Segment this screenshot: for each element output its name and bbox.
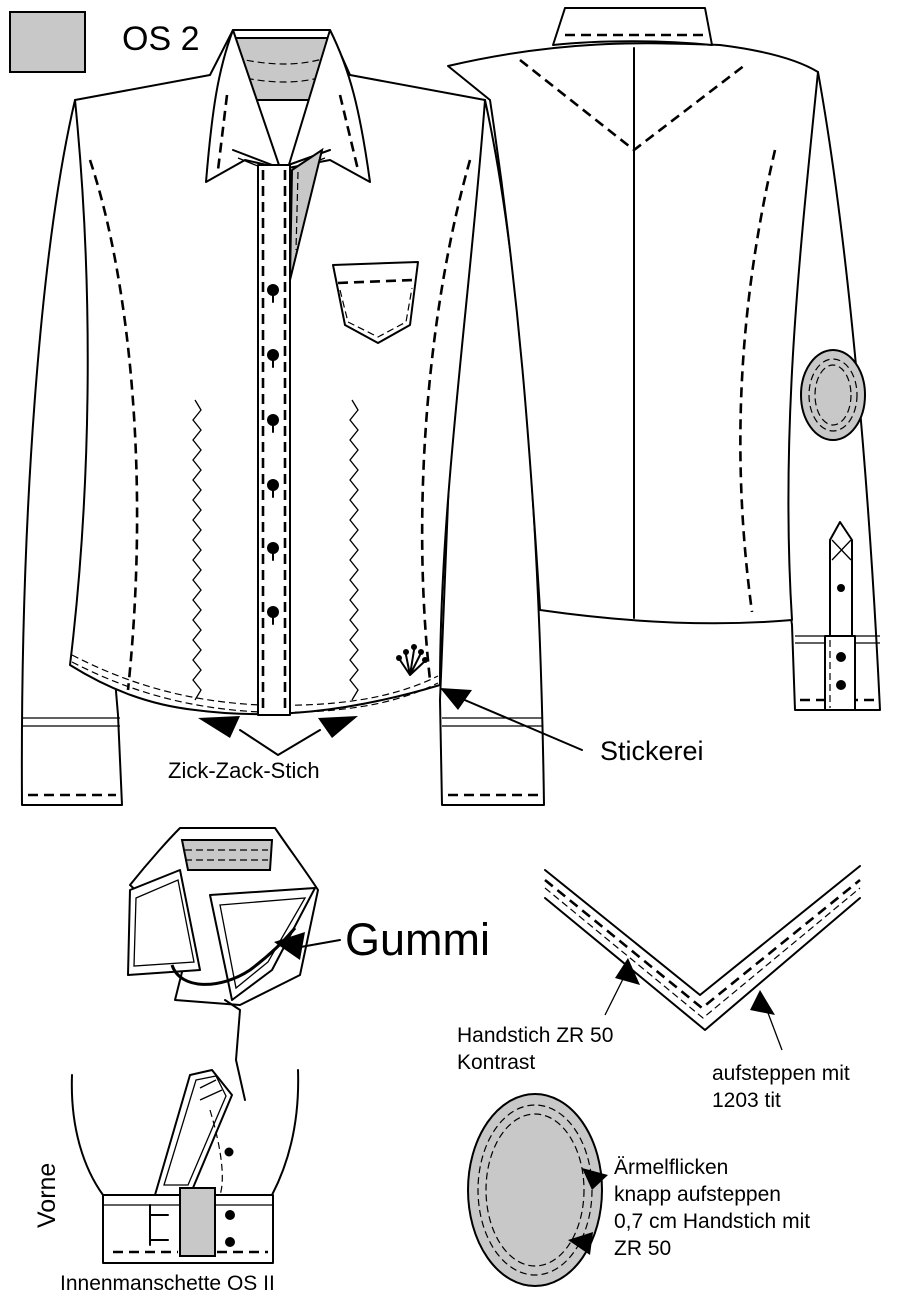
label-elbow-patch: Ärmelflicken knapp aufsteppen 0,7 cm Han… (614, 1156, 816, 1260)
elbow-patch-detail: Ärmelflicken knapp aufsteppen 0,7 cm Han… (467, 1093, 816, 1287)
label-elastic: Gummi (345, 914, 490, 965)
arrow-pointer-icon (750, 990, 775, 1015)
label-inner-cuff: Innenmanschette OS II (60, 1272, 275, 1295)
arrow-pointer-icon (440, 688, 472, 710)
label-front: Vorne (33, 1163, 61, 1228)
button-icon (267, 479, 279, 498)
front-collar-left (205, 29, 281, 183)
label-zigzag: Zick-Zack-Stich (168, 758, 320, 783)
button-icon (267, 414, 279, 433)
elbow-patch (467, 1093, 603, 1287)
button-icon (267, 284, 279, 303)
back-cuff (824, 635, 856, 711)
front-view: Zick-Zack-Stich Stickerei (20, 29, 704, 806)
front-placket (257, 164, 291, 716)
stitch-detail: Handstich ZR 50 Kontrast aufsteppen mit … (457, 865, 861, 1112)
back-collar (552, 7, 713, 46)
zigzag-dart-right (349, 399, 359, 701)
inner-cuff-detail: Vorne Innenmanschette OS II (33, 1069, 300, 1295)
arrow-pointer-icon (582, 1168, 608, 1190)
back-view (447, 7, 881, 711)
legend: OS 2 (9, 11, 199, 73)
legend-swatch (9, 11, 86, 73)
arrow-pointer-icon (568, 1232, 593, 1255)
arrow-pointer-icon (615, 958, 640, 985)
button-icon (267, 349, 279, 368)
edelweiss-embroidery-icon (396, 644, 428, 676)
button-icon (267, 606, 279, 625)
label-topstitch: aufsteppen mit 1203 tit (712, 1062, 856, 1112)
arrow-pointer-icon (198, 716, 240, 738)
front-collar-right (287, 29, 371, 183)
button-icon (267, 542, 279, 561)
label-embroidery: Stickerei (600, 736, 704, 766)
legend-label: OS 2 (122, 20, 199, 58)
collar-detail: Gummi (127, 827, 490, 1101)
arrow-pointer-icon (274, 932, 305, 960)
back-elbow-patch (800, 349, 866, 441)
arrow-pointer-icon (318, 716, 358, 738)
zigzag-dart-left (192, 399, 202, 701)
label-hand-stitch: Handstich ZR 50 Kontrast (457, 1024, 619, 1074)
inner-cuff-contrast (179, 1187, 216, 1257)
